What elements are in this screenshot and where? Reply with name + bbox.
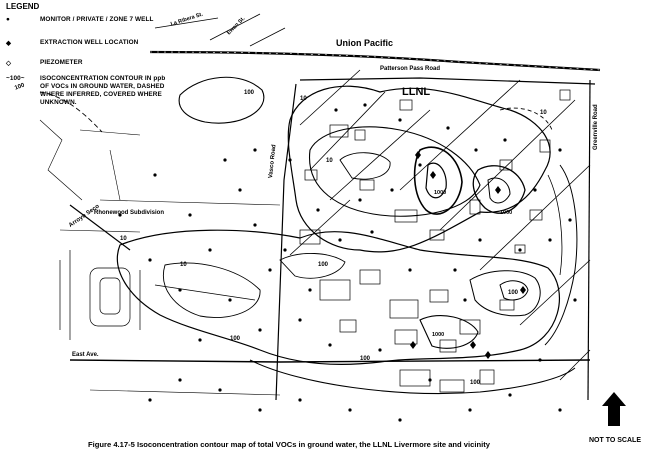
vasco-road <box>275 83 297 401</box>
figure-caption: Figure 4.17-5 Isoconcentration contour m… <box>88 440 490 449</box>
isoconcentration-contours <box>39 76 578 394</box>
contour-line-icon: ~100~ <box>6 75 25 82</box>
contour-value-label: 100 <box>360 356 371 362</box>
legend-item-monitor-well: ● MONITOR / PRIVATE / ZONE 7 WELL <box>6 16 153 23</box>
extraction-well-icon: ◆ <box>6 40 12 47</box>
contour-value-label: 100 <box>470 380 481 386</box>
map-legend: LEGEND ● MONITOR / PRIVATE / ZONE 7 WELL… <box>6 2 181 106</box>
legend-item-label: ISOCONCENTRATION CONTOUR IN ppb OF VOCs … <box>40 75 166 106</box>
north-label: N <box>608 409 616 421</box>
contour-value-label: 1000 <box>500 210 513 216</box>
site-label: LLNL <box>402 86 431 98</box>
north-arrow-icon <box>602 392 626 426</box>
legend-item-label: EXTRACTION WELL LOCATION <box>40 39 139 46</box>
patterson-pass-road <box>299 77 596 85</box>
legend-item-piezometer: ◇ PIEZOMETER <box>6 59 82 67</box>
contour-value-label: 100 <box>244 90 255 96</box>
monitor-well-icon: ● <box>6 16 10 23</box>
legend-item-label: MONITOR / PRIVATE / ZONE 7 WELL <box>40 16 154 23</box>
contour-value-label: 100 <box>230 336 241 342</box>
patterson-pass-road-label: Patterson Pass Road <box>380 66 441 72</box>
railroad-line <box>149 50 601 72</box>
contour-value-label: 1000 <box>432 332 445 338</box>
legend-title: LEGEND <box>6 2 40 11</box>
greenville-road <box>587 79 591 401</box>
contour-value-label: 10 <box>326 158 333 164</box>
contour-value-label: 10 <box>300 96 307 102</box>
legend-item-extraction-well: ◆ EXTRACTION WELL LOCATION <box>6 39 138 47</box>
rhonewood-label: Rhonewood Subdivision <box>94 210 164 216</box>
scale-note: NOT TO SCALE <box>589 437 641 444</box>
extraction-wells <box>410 151 526 359</box>
contour-value-label: 100 <box>318 262 329 268</box>
legend-item-label: PIEZOMETER <box>40 59 83 66</box>
east-ave <box>69 359 591 363</box>
contour-value-label: 10 <box>180 262 187 268</box>
legend-item-contour: ~100~ ISOCONCENTRATION CONTOUR IN ppb OF… <box>6 75 165 106</box>
railroad-label: Union Pacific <box>336 38 394 48</box>
contour-value-label: 10 <box>120 236 127 242</box>
contour-value-label: 100 <box>508 290 519 296</box>
east-ave-label: East Ave. <box>72 352 99 358</box>
monitor-wells <box>118 103 577 422</box>
contour-value-label: 10 <box>540 110 547 116</box>
contour-value-label: 1000 <box>434 190 447 196</box>
greenville-road-label: Greenville Road <box>593 104 599 150</box>
subdivision-blocks <box>59 250 256 340</box>
site-hatching <box>289 69 591 381</box>
piezometer-icon: ◇ <box>6 60 12 67</box>
